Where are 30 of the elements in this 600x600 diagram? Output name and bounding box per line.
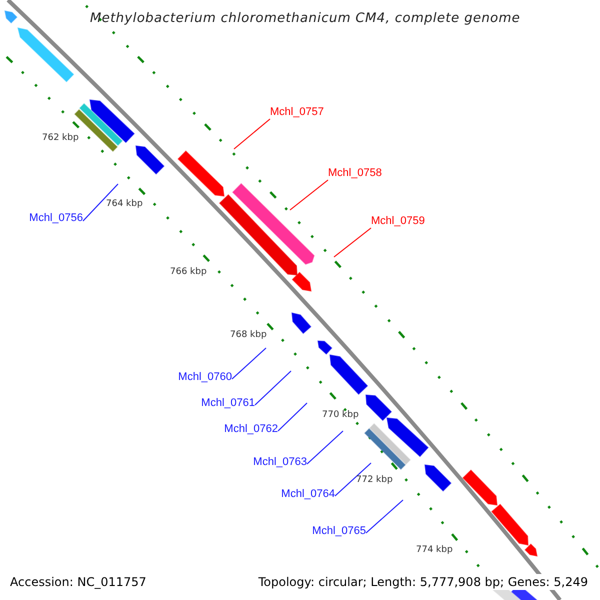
leader-line <box>366 500 404 534</box>
leader-line <box>232 348 266 380</box>
leader-line <box>234 118 270 150</box>
leader-line <box>82 184 118 222</box>
leader-line <box>334 228 372 258</box>
leader-line <box>290 180 328 210</box>
gene-label: Mchl_0756 <box>29 211 83 225</box>
tick-label: 764 kbp <box>106 199 143 210</box>
gene-label: Mchl_0758 <box>328 166 382 180</box>
tick-label: 774 kbp <box>416 545 453 556</box>
leader-line <box>254 370 292 406</box>
gene-label: Mchl_0757 <box>270 105 324 119</box>
leader-line <box>278 402 308 432</box>
tick-label: 772 kbp <box>356 475 393 486</box>
gene-label: Mchl_0765 <box>312 524 366 538</box>
accession-text: Accession: NC_011757 <box>10 574 146 590</box>
tick-label: 768 kbp <box>230 330 267 341</box>
leader-line <box>334 462 372 496</box>
tick-label: 770 kbp <box>322 410 359 421</box>
gene-label: Mchl_0763 <box>253 455 307 469</box>
title: Methylobacterium chloromethanicum CM4, complete genome <box>90 10 520 28</box>
gene-label: Mchl_0762 <box>224 422 278 436</box>
gene-label: Mchl_0759 <box>371 214 425 228</box>
gene-label: Mchl_0760 <box>178 370 232 384</box>
tick-label: 766 kbp <box>170 267 207 278</box>
leader-line <box>306 430 344 464</box>
gene-label: Mchl_0761 <box>201 396 255 410</box>
genome-stats-text: Topology: circular; Length: 5,777,908 bp; Genes: 5,249 <box>256 574 590 590</box>
tick-label: 762 kbp <box>42 133 79 144</box>
gene-label: Mchl_0764 <box>281 487 335 501</box>
